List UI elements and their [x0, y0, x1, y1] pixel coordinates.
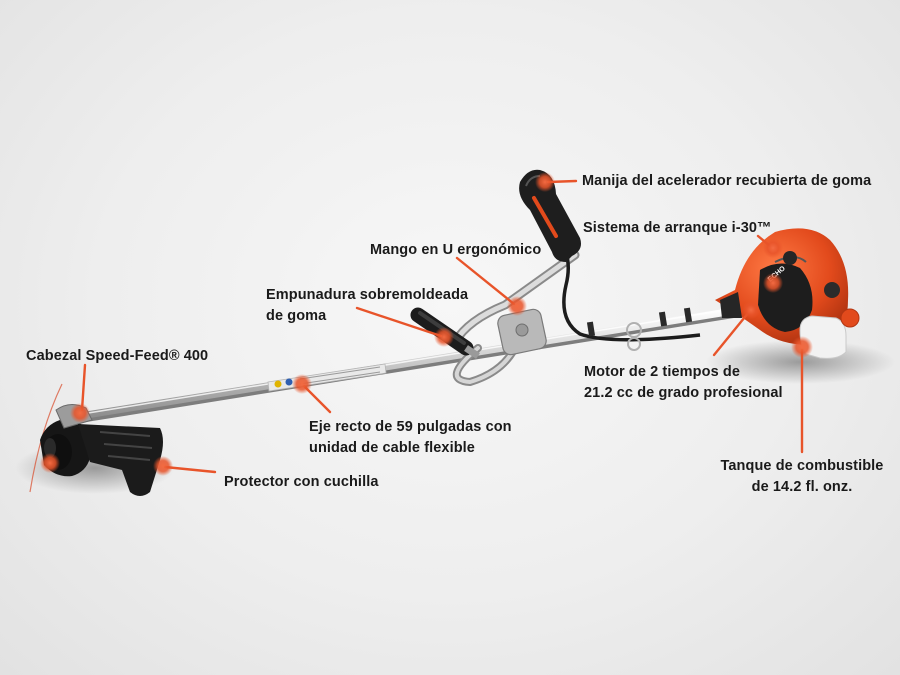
dot-u-handle	[507, 296, 527, 316]
callout-u-handle: Mango en U ergonómico	[370, 242, 542, 258]
dot-engine	[742, 301, 760, 319]
callout-cutting-head: Cabezal Speed-Feed® 400	[26, 348, 209, 364]
callout-guard: Protector con cuchilla	[224, 474, 379, 490]
callout-engine-line1: Motor de 2 tiempos de	[584, 364, 740, 380]
callout-tank-line2: de 14.2 fl. onz.	[751, 479, 853, 495]
dot-head-lower	[40, 453, 60, 473]
callout-tank-line1: Tanque de combustible	[720, 458, 884, 474]
callout-starter-system: Sistema de arranque i-30™	[583, 220, 772, 236]
callout-dots	[40, 172, 813, 476]
leader-u-handle	[455, 256, 516, 306]
callout-shaft-line1: Eje recto de 59 pulgadas con	[309, 419, 512, 435]
engine-housing: ECHO	[715, 228, 860, 359]
callout-rubber-grip-line1: Empunadura sobremoldeada	[266, 287, 469, 303]
u-handle	[450, 250, 580, 387]
callout-engine: Motor de 2 tiempos de 21.2 cc de grado p…	[584, 362, 783, 404]
shaft-decal	[267, 363, 387, 392]
callout-engine-line2: 21.2 cc de grado profesional	[584, 385, 783, 401]
callout-straight-shaft: Eje recto de 59 pulgadas con unidad de c…	[309, 417, 512, 459]
shaft-clips	[586, 307, 693, 351]
callout-throttle-handle: Manija del acelerador recubierta de goma	[582, 173, 872, 189]
engine-shadow	[705, 340, 895, 384]
dot-guard	[153, 456, 173, 476]
dot-head	[70, 403, 90, 423]
dot-engine-top	[763, 273, 783, 293]
leader-engine	[712, 310, 751, 357]
dot-shaft	[292, 374, 312, 394]
leader-head	[80, 363, 87, 412]
dot-starter	[763, 238, 783, 258]
callout-rubber-grip-line2: de goma	[266, 308, 327, 324]
leader-grip	[355, 306, 443, 338]
leader-guard	[163, 465, 217, 474]
dot-throttle	[535, 172, 555, 192]
callout-fuel-tank: Tanque de combustible de 14.2 fl. onz.	[670, 456, 900, 498]
callout-shaft-line2: unidad de cable flexible	[309, 440, 475, 456]
dot-tank	[791, 336, 813, 358]
callout-rubber-grip: Empunadura sobremoldeada de goma	[266, 285, 468, 327]
dot-grip	[434, 327, 454, 347]
